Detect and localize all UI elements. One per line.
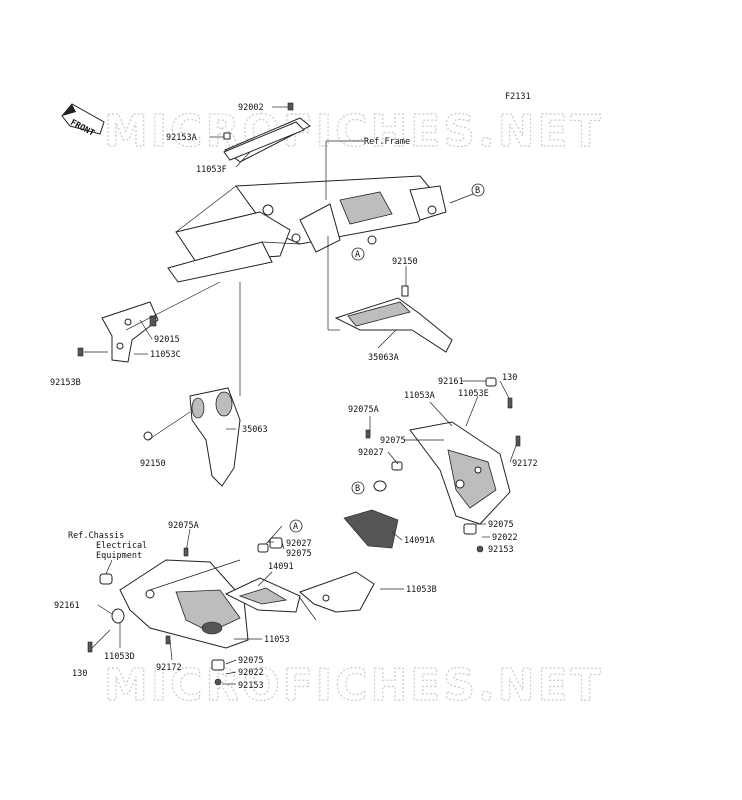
figure-code: F2131 bbox=[505, 92, 531, 102]
svg-text:B: B bbox=[475, 186, 480, 196]
cover-14091a bbox=[343, 509, 399, 549]
part-label: 92150 bbox=[140, 459, 166, 469]
callout-b-mid: B bbox=[351, 481, 365, 495]
part-label: 92161 bbox=[54, 601, 80, 611]
bolt-92150-top bbox=[401, 285, 409, 297]
part-label: 11053 bbox=[264, 635, 290, 645]
leader-lines bbox=[84, 106, 519, 685]
bolt-92153b bbox=[77, 347, 84, 357]
part-label: 130 bbox=[72, 669, 87, 679]
part-label: 92075A bbox=[348, 405, 379, 415]
cover-14091 bbox=[224, 577, 301, 613]
part-label: 92161 bbox=[438, 377, 464, 387]
part-label: 11053C bbox=[150, 350, 181, 360]
lower-bracket-11053 bbox=[119, 559, 249, 649]
callout-b-top: B bbox=[471, 183, 485, 197]
part-label: 11053B bbox=[406, 585, 437, 595]
collar-92027-r bbox=[391, 461, 403, 471]
part-label: 92015 bbox=[154, 335, 180, 345]
rear-frame bbox=[167, 117, 447, 283]
part-label: 35063A bbox=[368, 353, 399, 363]
bolt-92002 bbox=[287, 102, 294, 111]
bolt-92172-r bbox=[515, 435, 521, 447]
collar-11053d bbox=[111, 608, 125, 624]
front-arrow-icon: FRONT bbox=[61, 103, 105, 139]
part-label: 92172 bbox=[156, 663, 182, 673]
part-label: 14091 bbox=[268, 562, 294, 572]
ref-chassis-label: Ref.Chassis bbox=[68, 531, 124, 541]
part-label: 92075A bbox=[168, 521, 199, 531]
ref-frame-label: Ref.Frame bbox=[364, 137, 410, 147]
part-label: 92153B bbox=[50, 378, 81, 388]
collar-b bbox=[373, 480, 387, 492]
part-label: 92075 bbox=[380, 436, 406, 446]
part-label: 92153 bbox=[238, 681, 264, 691]
part-label: 92153A bbox=[166, 133, 197, 143]
rear-cover-right bbox=[409, 421, 511, 525]
bolt-92153-l bbox=[214, 678, 222, 686]
bracket-35063 bbox=[189, 387, 241, 487]
part-label: 130 bbox=[502, 373, 517, 383]
bolt-92172-l bbox=[165, 635, 171, 645]
damper-92075-r bbox=[463, 523, 477, 535]
nut-92153a bbox=[223, 132, 231, 140]
part-label: 92153 bbox=[488, 545, 514, 555]
bolt-92075a-l bbox=[183, 547, 189, 557]
bolt-130-l bbox=[87, 641, 93, 653]
svg-text:A: A bbox=[293, 522, 298, 532]
damper-92075-l bbox=[211, 659, 225, 671]
grommet-92161-l bbox=[99, 573, 113, 585]
callout-a-top: A bbox=[351, 247, 365, 261]
bracket-11053b bbox=[299, 571, 375, 613]
part-label: 92075 bbox=[238, 656, 264, 666]
svg-text:A: A bbox=[355, 250, 360, 260]
part-label: 92075 bbox=[286, 549, 312, 559]
damper-92075-l1 bbox=[269, 537, 283, 549]
ref-chassis-label-3: Equipment bbox=[96, 551, 142, 561]
bracket-11053f bbox=[223, 121, 305, 161]
callout-a-low: A bbox=[289, 519, 303, 533]
part-label: 92027 bbox=[358, 448, 384, 458]
bolt-92075a-r bbox=[365, 429, 371, 439]
bracket-35063a bbox=[334, 297, 453, 353]
bolt-92153-r bbox=[476, 545, 484, 553]
part-label: 11053D bbox=[104, 652, 135, 662]
bolt-130-r bbox=[507, 397, 513, 409]
part-label: 92022 bbox=[238, 668, 264, 678]
watermark-top: MICROFICHES.NET bbox=[104, 106, 604, 157]
part-label: 35063 bbox=[242, 425, 268, 435]
collar-92027-l bbox=[257, 543, 269, 553]
svg-text:B: B bbox=[355, 484, 360, 494]
grommet-92161-r bbox=[485, 377, 497, 387]
part-label: 92172 bbox=[512, 459, 538, 469]
part-label: 92075 bbox=[488, 520, 514, 530]
bracket-11053c bbox=[101, 301, 159, 363]
part-label: 11053F bbox=[196, 165, 227, 175]
part-label: 92027 bbox=[286, 539, 312, 549]
part-label: 92150 bbox=[392, 257, 418, 267]
part-label: 92002 bbox=[238, 103, 264, 113]
ref-chassis-label-2: Electrical bbox=[96, 541, 147, 551]
part-label: 14091A bbox=[404, 536, 435, 546]
part-label: 92022 bbox=[492, 533, 518, 543]
part-label: 11053E bbox=[458, 389, 489, 399]
watermark-bottom: MICROFICHES.NET bbox=[104, 660, 604, 711]
part-label: 11053A bbox=[404, 391, 435, 401]
bolt-92150-mid bbox=[143, 431, 153, 441]
